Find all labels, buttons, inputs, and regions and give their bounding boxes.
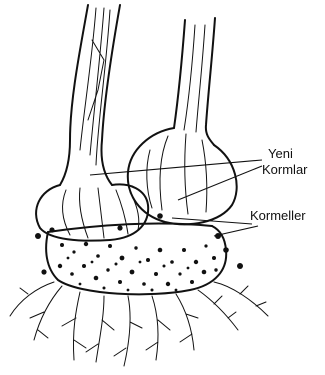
label-new-corms-line1: Yeni [268, 146, 293, 161]
old-mother-corm [46, 224, 226, 295]
left-stem [60, 5, 120, 185]
label-cormels: Kormeller [250, 208, 306, 223]
leader-new-corms-1 [90, 160, 262, 175]
leader-cormels-2 [214, 226, 258, 236]
right-new-corm [128, 128, 237, 224]
right-stem [174, 18, 215, 145]
label-new-corms-line2: Kormlar [262, 162, 308, 177]
leader-new-corms-2 [178, 166, 262, 200]
corm-texture-dots [58, 242, 218, 292]
